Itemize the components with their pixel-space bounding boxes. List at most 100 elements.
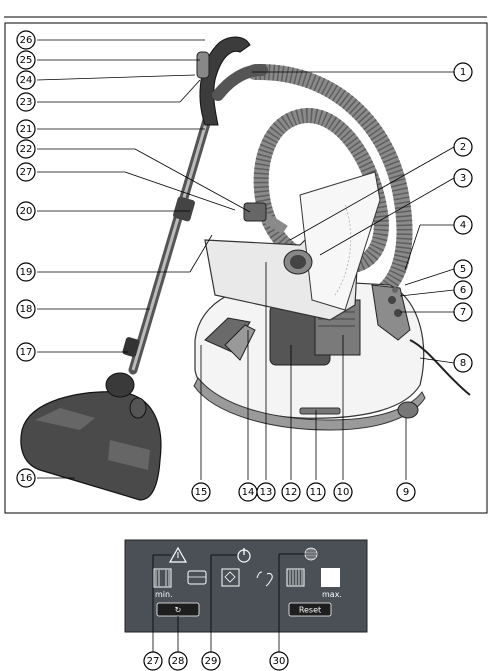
- callout-c5: 5: [453, 259, 473, 279]
- callout-number: 30: [273, 656, 286, 667]
- callout-c25: 25: [16, 50, 36, 70]
- callout-number: 4: [460, 220, 466, 231]
- hard-floor-icon[interactable]: [321, 568, 340, 587]
- callout-number: 22: [20, 144, 33, 155]
- callout-circle: [16, 92, 36, 112]
- callout-c29: 29: [201, 651, 221, 671]
- min-label: min.: [155, 590, 173, 599]
- callout-circle: [16, 50, 36, 70]
- callout-number: 23: [20, 97, 33, 108]
- upholstery-icon[interactable]: [187, 570, 207, 585]
- control-panel: min. max. ↻ Reset: [124, 539, 368, 633]
- callout-number: 27: [147, 656, 160, 667]
- callout-c12: 12: [281, 482, 301, 502]
- callout-c22: 22: [16, 139, 36, 159]
- callout-number: 14: [242, 487, 255, 498]
- callout-circle: [16, 342, 36, 362]
- callout-circle: [453, 137, 473, 157]
- tube-joint: [173, 196, 195, 222]
- callout-circle: [16, 30, 36, 50]
- callout-c17: 17: [16, 342, 36, 362]
- callout-c23: 23: [16, 92, 36, 112]
- reset-button-label: Reset: [299, 606, 321, 615]
- callout-number: 25: [20, 55, 33, 66]
- callout-c30: 30: [269, 651, 289, 671]
- callout-number: 2: [460, 142, 466, 153]
- carpet-icon[interactable]: [286, 568, 305, 587]
- callout-c4: 4: [453, 215, 473, 235]
- curtains-icon[interactable]: [153, 568, 172, 588]
- quiet-mode-icon[interactable]: [256, 571, 273, 587]
- leader-lines: [36, 39, 455, 480]
- callout-circle: [16, 201, 36, 221]
- callout-number: 9: [403, 487, 409, 498]
- callout-c18: 18: [16, 299, 36, 319]
- callout-c27a: 27: [16, 162, 36, 182]
- callout-c9: 9: [396, 482, 416, 502]
- callout-circle: [16, 262, 36, 282]
- callout-circle: [453, 168, 473, 188]
- callout-circle: [453, 62, 473, 82]
- callout-c19: 19: [16, 262, 36, 282]
- power-icon: [237, 548, 251, 563]
- panel-leader-lines: [152, 553, 305, 652]
- callout-c26: 26: [16, 30, 36, 50]
- callout-number: 5: [460, 264, 466, 275]
- callout-number: 20: [20, 206, 33, 217]
- callout-number: 27: [20, 167, 33, 178]
- callout-circle: [16, 119, 36, 139]
- foot-switch: [299, 407, 341, 415]
- callout-c16: 16: [16, 468, 36, 488]
- callout-number: 16: [20, 473, 33, 484]
- callout-c8: 8: [453, 353, 473, 373]
- callout-number: 8: [460, 358, 466, 369]
- callout-number: 19: [20, 267, 33, 278]
- callout-circle: [191, 482, 211, 502]
- callout-c20: 20: [16, 201, 36, 221]
- callout-circle: [333, 482, 353, 502]
- callout-number: 24: [20, 75, 33, 86]
- callout-number: 1: [460, 67, 466, 78]
- callout-c21: 21: [16, 119, 36, 139]
- callout-circle: [453, 280, 473, 300]
- callout-circle: [281, 482, 301, 502]
- callout-number: 3: [460, 173, 466, 184]
- callout-circle: [16, 468, 36, 488]
- callout-circle: [453, 215, 473, 235]
- callout-circle: [396, 482, 416, 502]
- callout-circle: [16, 139, 36, 159]
- filter-indicator-icon: [304, 547, 318, 561]
- callout-c1: 1: [453, 62, 473, 82]
- callout-c2: 2: [453, 137, 473, 157]
- callout-circle: [16, 299, 36, 319]
- callout-circle: [306, 482, 326, 502]
- callout-c3: 3: [453, 168, 473, 188]
- max-label: max.: [322, 590, 342, 599]
- callout-number: 21: [20, 124, 33, 135]
- callout-c6: 6: [453, 280, 473, 300]
- hose-clip: [243, 202, 267, 222]
- callout-number: 13: [260, 487, 273, 498]
- callout-c15: 15: [191, 482, 211, 502]
- callout-circle: [453, 259, 473, 279]
- rug-icon[interactable]: [221, 568, 240, 587]
- callout-c24: 24: [16, 70, 36, 90]
- callout-number: 18: [20, 304, 33, 315]
- callout-circle: [16, 70, 36, 90]
- callout-circle: [453, 353, 473, 373]
- rear-wheel: [397, 401, 419, 419]
- callout-c11: 11: [306, 482, 326, 502]
- rotate-button-icon: ↻: [175, 606, 182, 615]
- vacuum-illustration: [20, 36, 471, 501]
- reset-button[interactable]: [288, 602, 332, 617]
- callout-c14: 14: [238, 482, 258, 502]
- callout-number: 28: [172, 656, 185, 667]
- callout-c28: 28: [168, 651, 188, 671]
- callout-number: 26: [20, 35, 33, 46]
- lid-cover: [299, 171, 381, 311]
- callout-c10: 10: [333, 482, 353, 502]
- vacuum-bumper: [193, 377, 426, 431]
- callout-c27b: 27: [143, 651, 163, 671]
- callout-number: 10: [337, 487, 350, 498]
- callout-circle: [256, 482, 276, 502]
